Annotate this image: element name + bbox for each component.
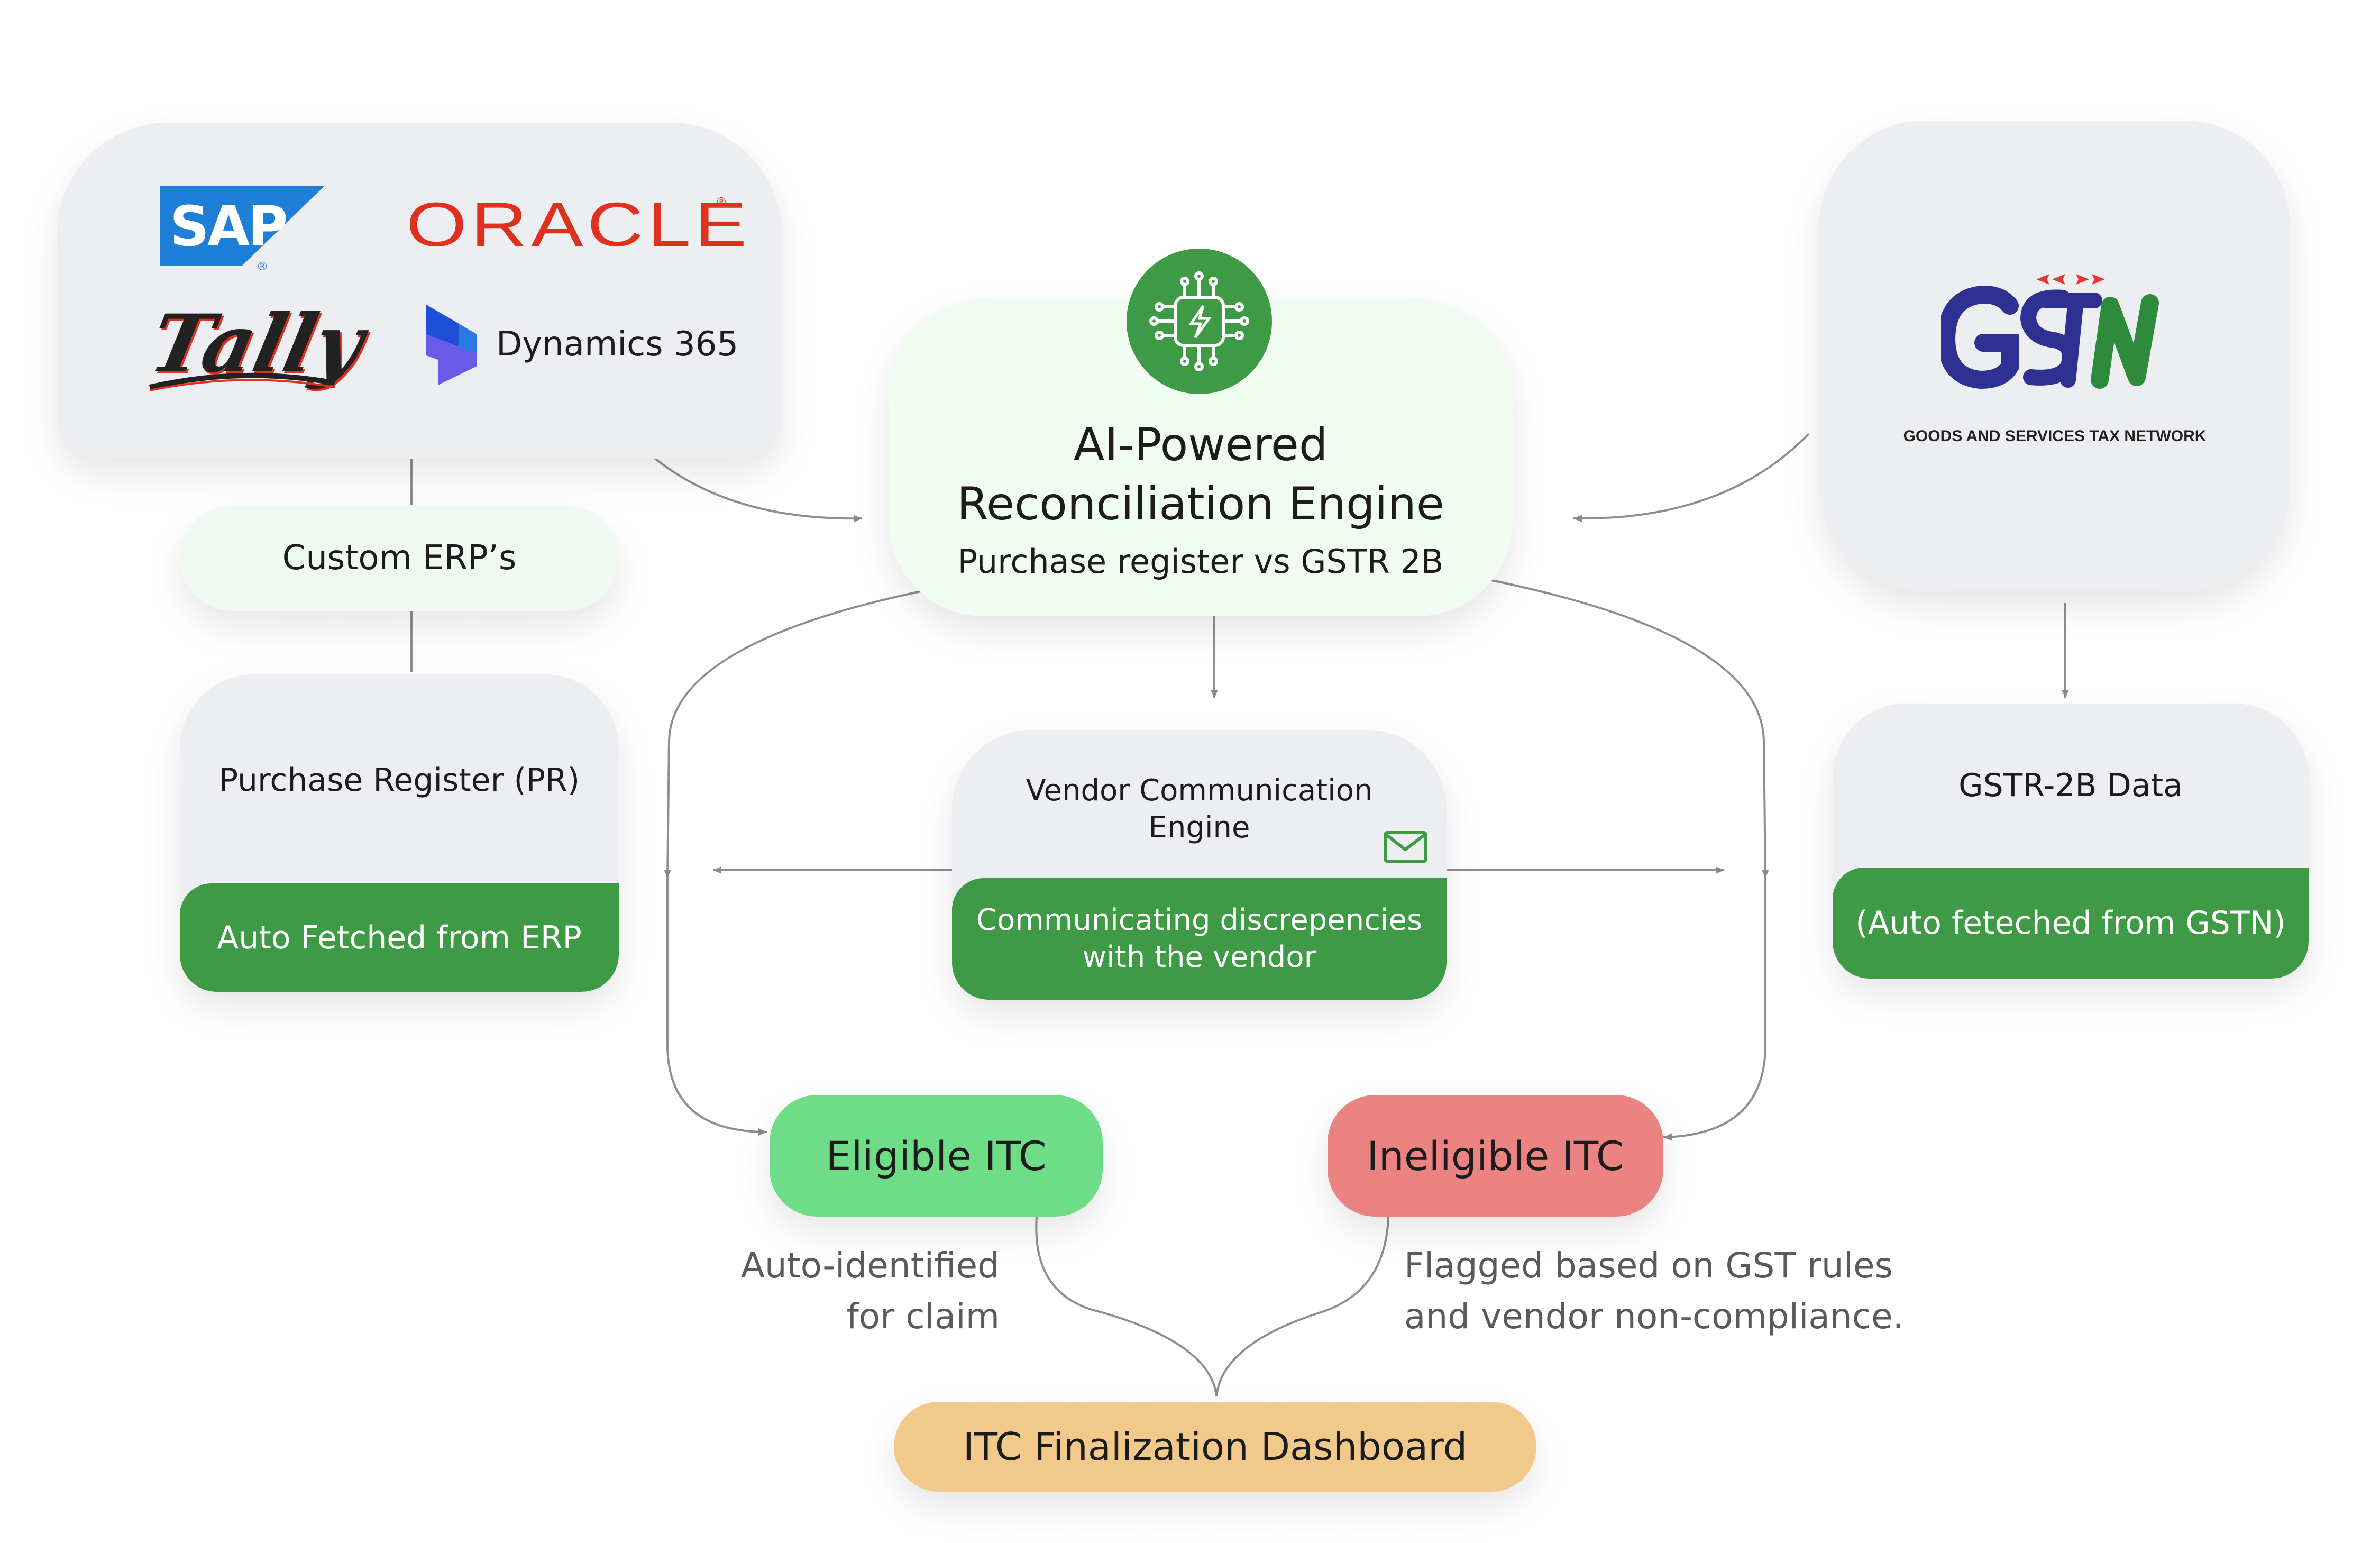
svg-text:SAP: SAP bbox=[170, 194, 286, 259]
gstn-logo-box: GOODS AND SERVICES TAX NETWORK bbox=[1819, 121, 2290, 591]
gstr2b-title: GSTR-2B Data bbox=[1958, 767, 2183, 804]
oracle-registered-mark: ® bbox=[716, 196, 727, 209]
tally-logo: Tally bbox=[142, 297, 372, 391]
gstn-tagline: GOODS AND SERVICES TAX NETWORK bbox=[1903, 427, 2207, 445]
ineligible-itc-pill: Ineligible ITC bbox=[1328, 1095, 1663, 1217]
ai-engine-title-line2: Reconciliation Engine bbox=[957, 478, 1444, 531]
gstn-logo bbox=[1941, 274, 2159, 389]
itc-finalization-dashboard-pill: ITC Finalization Dashboard bbox=[894, 1402, 1536, 1492]
eligible-itc-label: Eligible ITC bbox=[826, 1132, 1047, 1180]
ai-engine-title-line1: AI-Powered bbox=[1073, 418, 1328, 471]
ineligible-note-line1: Flagged based on GST rules bbox=[1404, 1245, 1893, 1286]
vendor-title-line1: Vendor Communication bbox=[1026, 773, 1373, 808]
dynamics-365-logo: Dynamics 365 bbox=[422, 303, 739, 387]
ai-chip-icon bbox=[1127, 249, 1272, 394]
mail-icon bbox=[1383, 830, 1428, 863]
purchase-register-subtitle: Auto Fetched from ERP bbox=[217, 919, 582, 956]
itc-finalization-dashboard-label: ITC Finalization Dashboard bbox=[963, 1425, 1468, 1469]
purchase-register-box: Purchase Register (PR) Auto Fetched from… bbox=[180, 674, 619, 992]
vendor-subtitle-line1: Communicating discrepencies bbox=[976, 903, 1423, 937]
dynamics-icon bbox=[426, 305, 477, 385]
oracle-logo: ORACLE bbox=[406, 190, 751, 260]
ai-engine-subtitle: Purchase register vs GSTR 2B bbox=[957, 542, 1444, 581]
purchase-register-title: Purchase Register (PR) bbox=[218, 762, 580, 799]
eligible-note-line1: Auto-identified bbox=[740, 1245, 1000, 1286]
purchase-register-subtitle-band: Auto Fetched from ERP bbox=[180, 883, 619, 992]
sap-logo: SAP ® bbox=[160, 186, 324, 273]
erp-logos-box: SAP ® ORACLE ® Tally Dynamics 365 bbox=[57, 123, 782, 459]
ineligible-itc-label: Ineligible ITC bbox=[1367, 1132, 1624, 1180]
custom-erp-label: Custom ERP’s bbox=[282, 538, 517, 578]
gstr2b-subtitle-band: (Auto feteched from GSTN) bbox=[1833, 868, 2309, 979]
vendor-title-line2: Engine bbox=[1148, 810, 1250, 845]
custom-erp-pill: Custom ERP’s bbox=[180, 505, 619, 611]
sap-registered-mark: ® bbox=[257, 260, 268, 273]
vendor-subtitle-band: Communicating discrepencies with the ven… bbox=[952, 878, 1447, 1000]
gstr2b-subtitle: (Auto feteched from GSTN) bbox=[1855, 905, 2286, 942]
ineligible-note-line2: and vendor non-compliance. bbox=[1404, 1296, 1904, 1337]
gstr2b-box: GSTR-2B Data (Auto feteched from GSTN) bbox=[1833, 704, 2309, 979]
vendor-subtitle-line2: with the vendor bbox=[1082, 940, 1316, 974]
eligible-itc-pill: Eligible ITC bbox=[770, 1095, 1103, 1217]
vendor-communication-box: Vendor Communication Engine Communicatin… bbox=[952, 730, 1447, 1000]
eligible-note-line2: for claim bbox=[846, 1296, 1000, 1337]
